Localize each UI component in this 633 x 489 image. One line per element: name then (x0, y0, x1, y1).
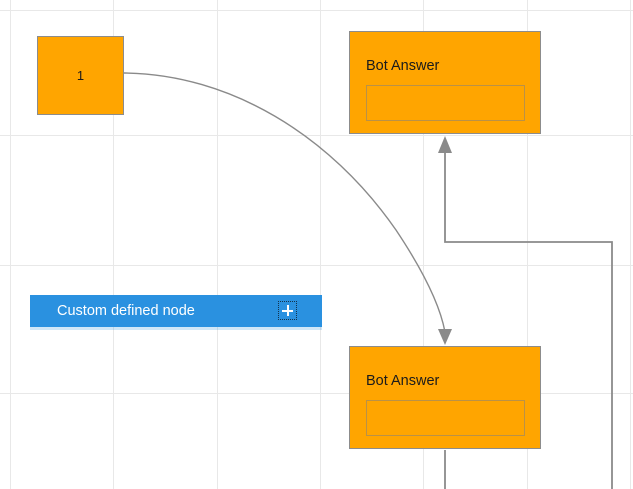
bot-answer-node-2-slot[interactable] (366, 400, 525, 436)
node-1-label: 1 (76, 68, 85, 83)
plus-icon-vertical-stroke (286, 305, 289, 316)
custom-defined-node-label: Custom defined node (57, 302, 195, 319)
bot-answer-node-1-title: Bot Answer (366, 58, 440, 74)
bot-answer-node-2-title: Bot Answer (366, 373, 440, 389)
plus-icon[interactable] (278, 301, 297, 320)
arrowhead-up-botanswer1 (438, 136, 452, 153)
bot-answer-node-2[interactable]: Bot Answer (349, 346, 541, 449)
node-1[interactable]: 1 (37, 36, 124, 115)
custom-defined-node-bar[interactable]: Custom defined node (30, 295, 322, 327)
bot-answer-node-1-slot[interactable] (366, 85, 525, 121)
arrowhead-down-botanswer2 (438, 329, 452, 345)
bot-answer-node-1[interactable]: Bot Answer (349, 31, 541, 134)
